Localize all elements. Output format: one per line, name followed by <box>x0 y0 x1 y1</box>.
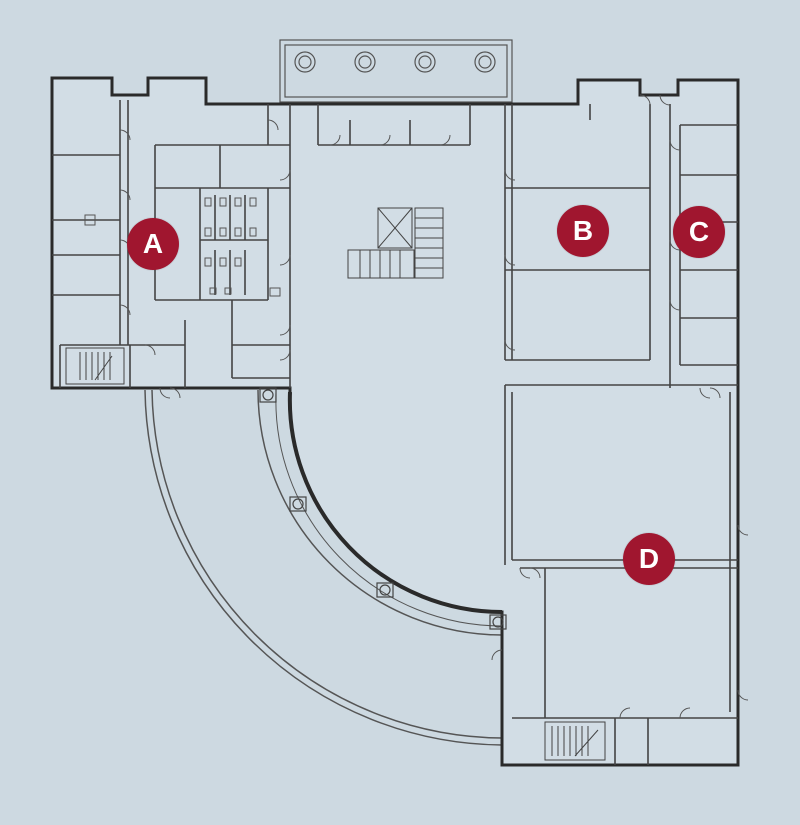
entrance-canopy <box>279 39 513 103</box>
stair-left <box>65 347 125 385</box>
marker-b-label: B <box>572 215 594 246</box>
doors <box>119 94 749 719</box>
marker-a-label: A <box>142 228 164 259</box>
location-marker-d[interactable]: D <box>623 533 675 585</box>
location-marker-a[interactable]: A <box>127 218 179 270</box>
marker-c-label: C <box>688 216 710 247</box>
columns <box>259 387 507 630</box>
marker-d-label: D <box>638 543 660 574</box>
location-marker-c[interactable]: C <box>673 206 725 258</box>
curved-walkway <box>144 389 503 746</box>
location-marker-b[interactable]: B <box>557 205 609 257</box>
interior-walls <box>52 100 738 765</box>
restroom-fixtures <box>84 197 281 297</box>
stair-bottom <box>544 721 606 761</box>
stair-center <box>347 207 444 279</box>
